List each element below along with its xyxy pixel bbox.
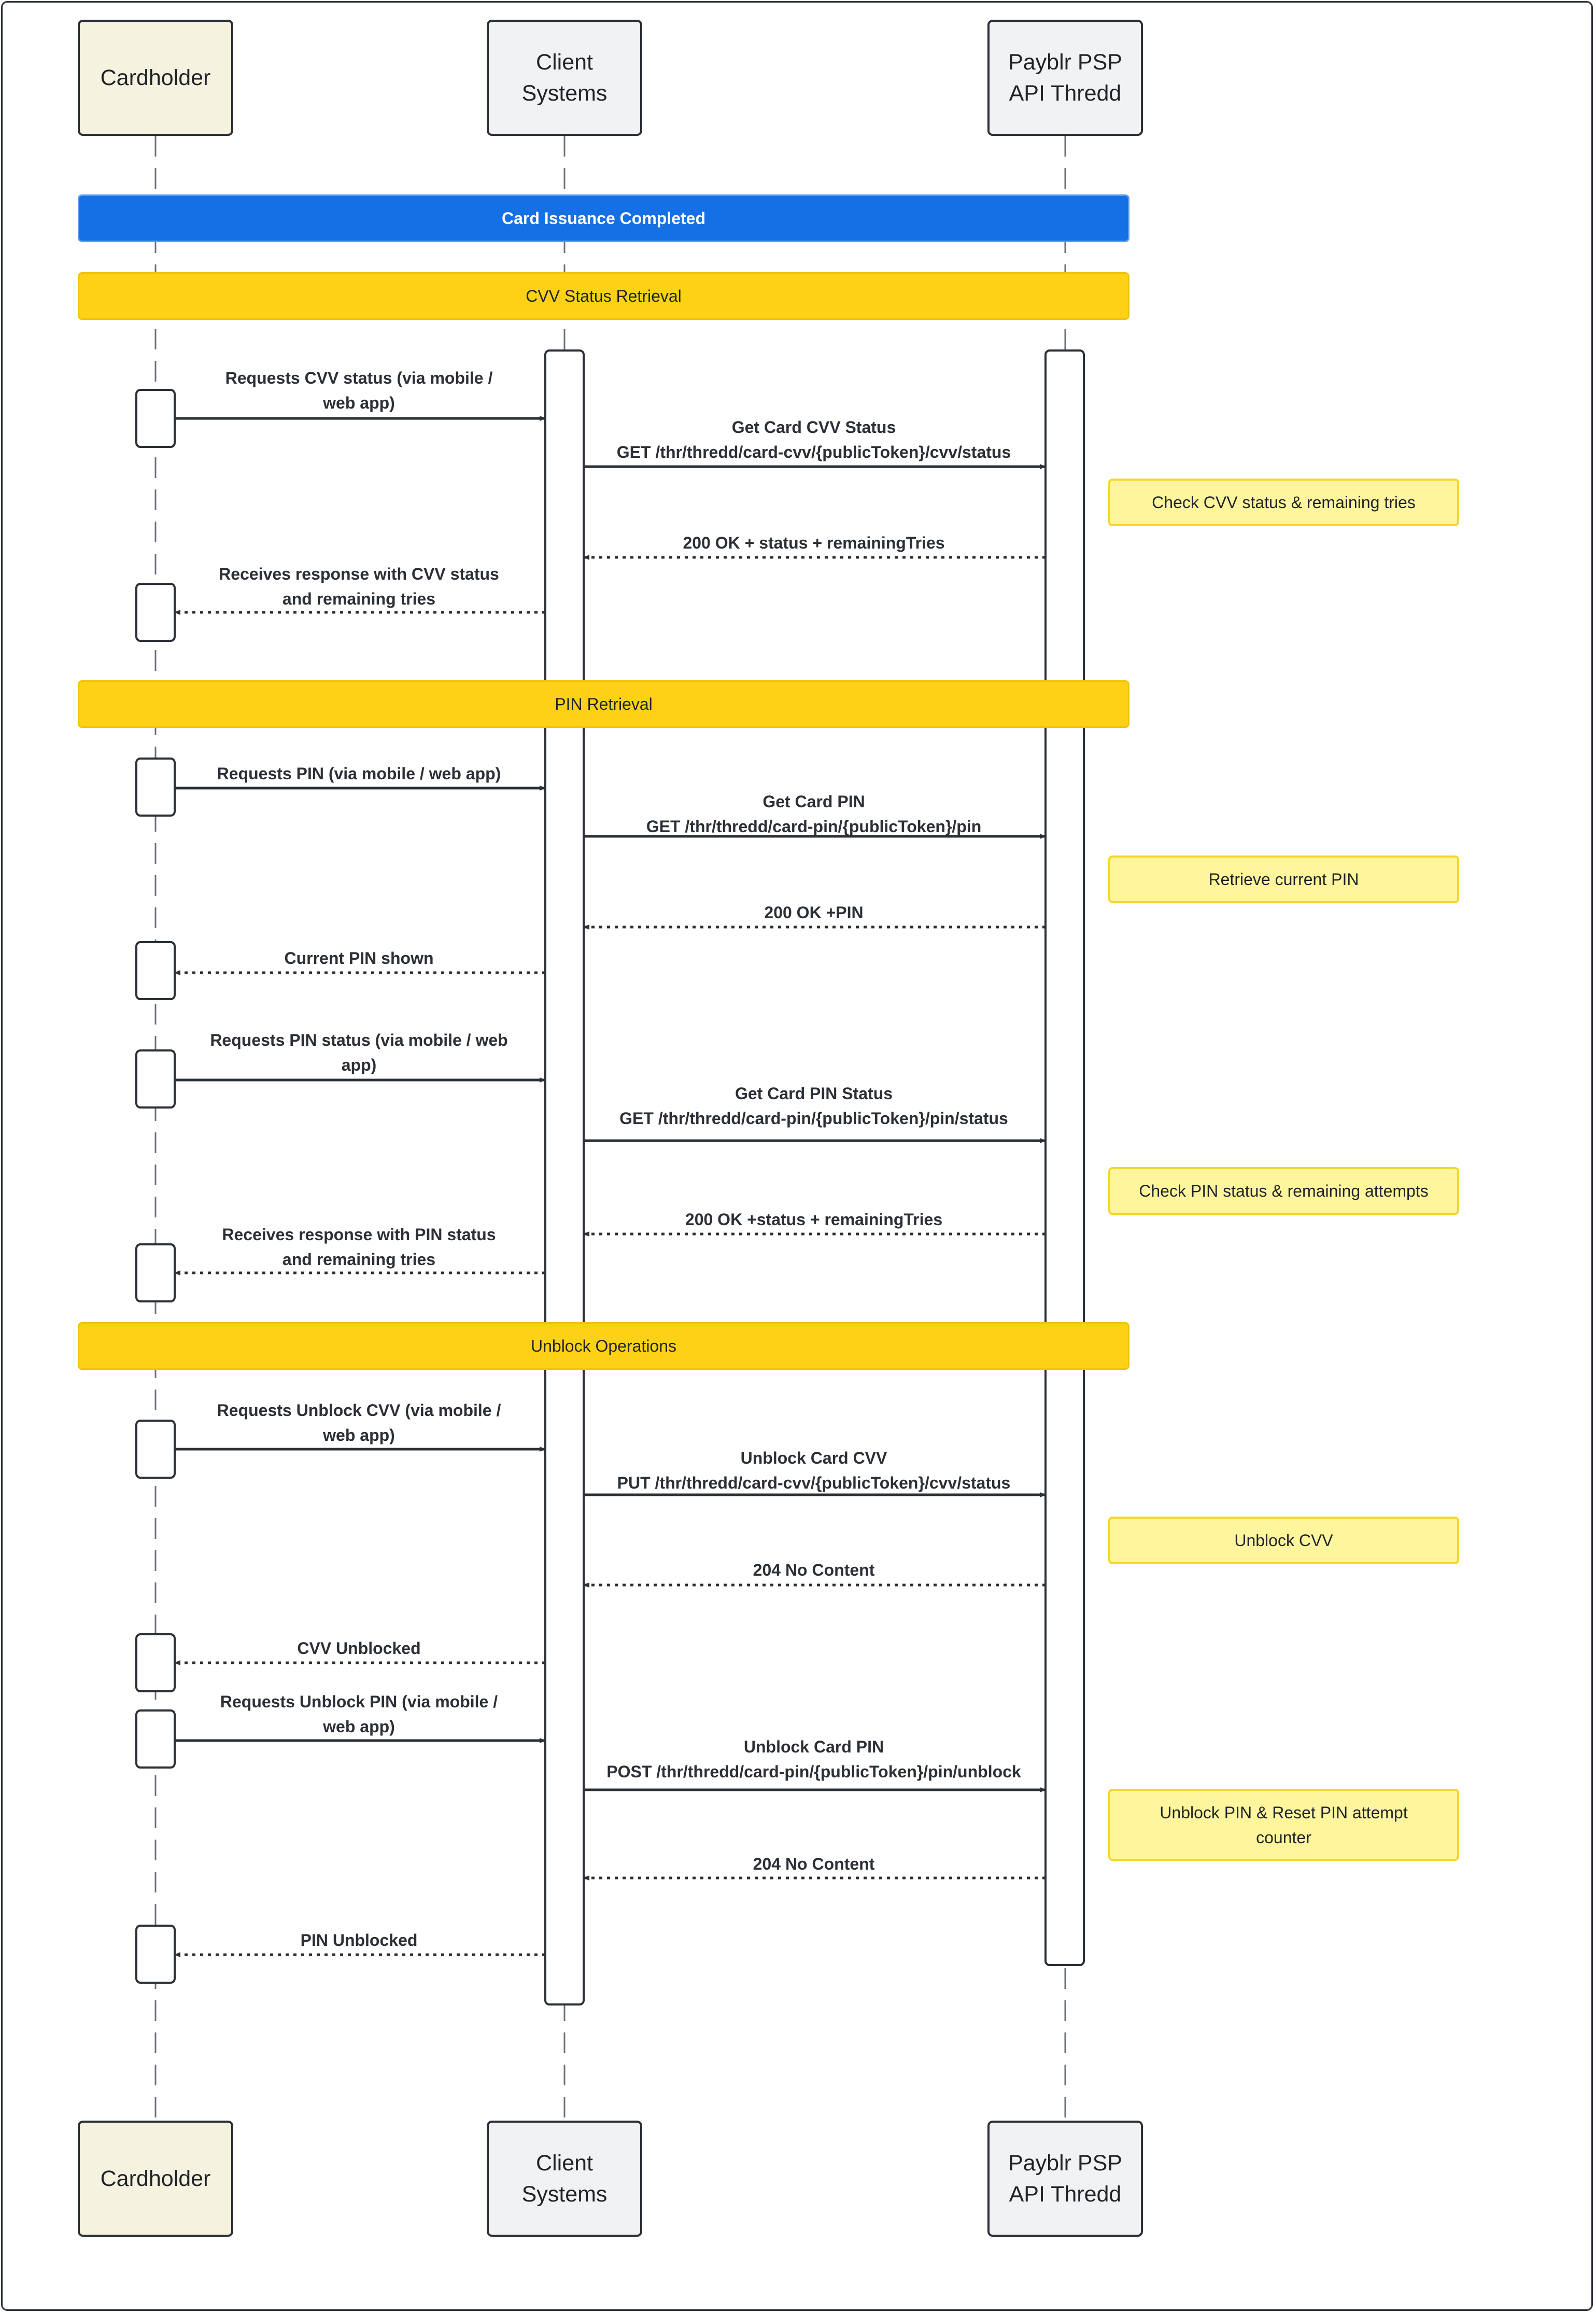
activation-cardholder xyxy=(135,1243,176,1302)
activation-cardholder xyxy=(135,1925,176,1984)
message-label: Get Card PIN Status GET /thr/thredd/card… xyxy=(619,1084,1008,1128)
participant-payblr-psp-bottom: Payblr PSP API Thredd xyxy=(987,2121,1143,2237)
activation-cardholder xyxy=(135,758,176,817)
message-label: Get Card PIN GET /thr/thredd/card-pin/{p… xyxy=(646,792,982,836)
activation-client-systems xyxy=(544,349,585,2006)
message-label: Requests Unblock CVV (via mobile / web a… xyxy=(217,1401,501,1445)
activation-cardholder xyxy=(135,389,176,448)
message-label: PIN Unblocked xyxy=(300,1931,418,1950)
note-check-cvv-status: Check CVV status & remaining tries xyxy=(1108,479,1459,526)
note-unblock-pin-reset: Unblock PIN & Reset PIN attempt counter xyxy=(1108,1789,1459,1861)
message-label: Unblock Card CVV PUT /thr/thredd/card-cv… xyxy=(617,1449,1011,1492)
activation-cardholder xyxy=(135,1709,176,1769)
message-label: Requests PIN status (via mobile / web ap… xyxy=(210,1031,508,1074)
activation-cardholder xyxy=(135,941,176,1000)
activation-payblr-psp xyxy=(1044,349,1085,1966)
participant-client-systems-bottom: Client Systems xyxy=(487,2121,642,2237)
note-check-pin-status: Check PIN status & remaining attempts xyxy=(1108,1167,1459,1215)
participant-payblr-psp-top: Payblr PSP API Thredd xyxy=(987,20,1143,136)
message-label: 204 No Content xyxy=(753,1561,875,1579)
activation-cardholder xyxy=(135,1420,176,1479)
section-unblock-operations: Unblock Operations xyxy=(78,1322,1129,1370)
activation-cardholder xyxy=(135,1049,176,1109)
message-label: 200 OK + status + remainingTries xyxy=(683,534,945,552)
note-unblock-cvv: Unblock CVV xyxy=(1108,1517,1459,1564)
section-cvv-status-retrieval: CVV Status Retrieval xyxy=(78,272,1129,320)
activation-cardholder xyxy=(135,583,176,642)
message-label: Requests CVV status (via mobile / web ap… xyxy=(225,369,493,412)
activation-cardholder xyxy=(135,1633,176,1692)
note-retrieve-current-pin: Retrieve current PIN xyxy=(1108,856,1459,903)
message-label: Unblock Card PIN POST /thr/thredd/card-p… xyxy=(606,1737,1021,1781)
participant-client-systems-top: Client Systems xyxy=(487,20,642,136)
section-card-issuance-completed: Card Issuance Completed xyxy=(78,194,1129,242)
message-label: Receives response with PIN status and re… xyxy=(222,1225,496,1269)
participant-cardholder-top: Cardholder xyxy=(78,20,233,136)
message-label: 200 OK +PIN xyxy=(764,903,864,922)
message-label: Receives response with CVV status and re… xyxy=(219,565,499,608)
message-label: Requests PIN (via mobile / web app) xyxy=(217,764,501,783)
message-label: Get Card CVV Status GET /thr/thredd/card… xyxy=(616,418,1011,461)
message-label: Current PIN shown xyxy=(284,949,434,967)
message-label: 204 No Content xyxy=(753,1855,875,1873)
message-label: Requests Unblock PIN (via mobile / web a… xyxy=(220,1692,498,1736)
message-label: CVV Unblocked xyxy=(297,1639,421,1658)
section-pin-retrieval: PIN Retrieval xyxy=(78,680,1129,728)
participant-cardholder-bottom: Cardholder xyxy=(78,2121,233,2237)
message-label: 200 OK +status + remainingTries xyxy=(685,1210,943,1229)
